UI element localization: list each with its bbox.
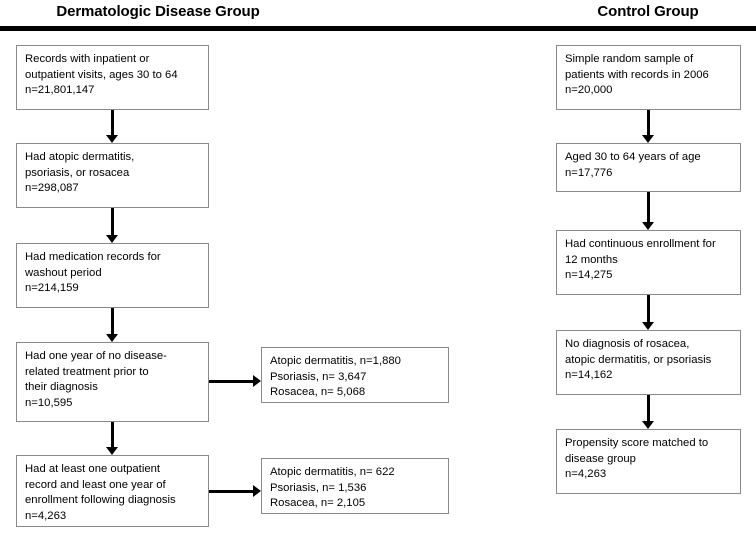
node-control-step4-line3: n=14,162 (565, 369, 613, 382)
arrow-control-step2-to-step3 (641, 192, 655, 230)
arrow-control-step3-to-step4 (641, 295, 655, 330)
node-control-step4-line2: atopic dermatitis, or psoriasis (565, 353, 712, 366)
arrow-disease-step2-to-step3 (105, 208, 119, 243)
arrow-head (642, 322, 654, 330)
arrow-shaft (647, 395, 650, 421)
arrow-disease-step3-to-step4 (105, 308, 119, 342)
node-control-step5-line3: n=4,263 (565, 468, 607, 481)
node-control-step1: Simple random sample of patients with re… (556, 45, 741, 110)
node-breakdown-after-step4-line2: Psoriasis, n= 3,647 (270, 370, 367, 383)
node-breakdown-after-step5-line2: Psoriasis, n= 1,536 (270, 481, 367, 494)
arrow-head (642, 421, 654, 429)
arrow-disease-step5-to-breakdown (209, 484, 261, 498)
arrow-shaft (647, 192, 650, 222)
arrow-disease-step1-to-step2 (105, 110, 119, 143)
node-breakdown-after-step4: Atopic dermatitis, n=1,880 Psoriasis, n=… (261, 347, 449, 403)
arrow-control-step1-to-step2 (641, 110, 655, 143)
arrow-head (106, 334, 118, 342)
node-control-step3-line2: 12 months (565, 253, 618, 266)
arrow-control-step4-to-step5 (641, 395, 655, 429)
node-control-step2-line1: Aged 30 to 64 years of age (565, 151, 701, 163)
node-disease-step4-line2: related treatment prior to (25, 365, 149, 378)
arrow-head (253, 485, 261, 497)
node-disease-step3-line3: n=214,159 (25, 282, 79, 295)
node-breakdown-after-step4-line3: Rosacea, n= 5,068 (270, 386, 366, 399)
node-disease-step2-line2: psoriasis, or rosacea (25, 166, 130, 179)
node-disease-step4-line3: their diagnosis (25, 381, 98, 394)
node-control-step4: No diagnosis of rosacea, atopic dermatit… (556, 330, 741, 395)
node-disease-step1-line3: n=21,801,147 (25, 84, 95, 97)
node-disease-step3-line2: washout period (25, 266, 102, 279)
node-control-step3: Had continuous enrollment for 12 months … (556, 230, 741, 295)
node-control-step4-line1: No diagnosis of rosacea, (565, 338, 690, 350)
arrow-head (642, 222, 654, 230)
node-disease-step5-line4: n=4,263 (25, 509, 67, 522)
node-disease-step5: Had at least one outpatient record and l… (16, 455, 209, 527)
node-control-step1-line1: Simple random sample of (565, 53, 694, 65)
node-disease-step1: Records with inpatient or outpatient vis… (16, 45, 209, 110)
node-breakdown-after-step4-line1: Atopic dermatitis, n=1,880 (270, 355, 401, 367)
node-disease-step4-line4: n=10,595 (25, 396, 73, 409)
node-breakdown-after-step5-line3: Rosacea, n= 2,105 (270, 497, 366, 510)
heading-control-group: Control Group (597, 3, 699, 20)
node-disease-step2: Had atopic dermatitis, psoriasis, or ros… (16, 143, 209, 208)
arrow-shaft (111, 308, 114, 334)
node-disease-step5-line3: enrollment following diagnosis (25, 494, 176, 507)
arrow-shaft (111, 110, 114, 135)
node-disease-step2-line1: Had atopic dermatitis, (25, 151, 135, 163)
node-disease-step2-line3: n=298,087 (25, 182, 79, 195)
arrow-shaft (647, 295, 650, 322)
heading-dermatologic-disease-group: Dermatologic Disease Group (56, 3, 260, 20)
node-control-step5: Propensity score matched to disease grou… (556, 429, 741, 494)
arrow-disease-step4-to-breakdown (209, 374, 261, 388)
arrow-shaft (209, 490, 253, 493)
node-disease-step1-line2: outpatient visits, ages 30 to 64 (25, 68, 178, 81)
node-control-step2: Aged 30 to 64 years of age n=17,776 (556, 143, 741, 192)
arrow-shaft (111, 422, 114, 447)
arrow-shaft (647, 110, 650, 135)
node-disease-step3: Had medication records for washout perio… (16, 243, 209, 308)
node-disease-step5-line2: record and least one year of (25, 478, 166, 491)
node-disease-step4-line1: Had one year of no disease- (25, 350, 167, 362)
node-control-step5-line1: Propensity score matched to (565, 437, 709, 449)
node-control-step3-line3: n=14,275 (565, 269, 613, 282)
node-breakdown-after-step5: Atopic dermatitis, n= 622 Psoriasis, n= … (261, 458, 449, 514)
node-disease-step1-line1: Records with inpatient or (25, 53, 150, 65)
node-disease-step5-line1: Had at least one outpatient (25, 463, 161, 475)
arrow-head (106, 135, 118, 143)
node-disease-step3-line1: Had medication records for (25, 251, 161, 263)
arrow-head (642, 135, 654, 143)
arrow-head (106, 447, 118, 455)
node-breakdown-after-step5-line1: Atopic dermatitis, n= 622 (270, 466, 395, 478)
node-control-step2-line2: n=17,776 (565, 166, 613, 179)
node-control-step1-line3: n=20,000 (565, 84, 613, 97)
node-control-step5-line2: disease group (565, 452, 636, 465)
arrow-head (253, 375, 261, 387)
header-divider-rule (0, 26, 756, 31)
arrow-shaft (209, 380, 253, 383)
node-control-step3-line1: Had continuous enrollment for (565, 238, 716, 250)
node-control-step1-line2: patients with records in 2006 (565, 68, 709, 81)
arrow-head (106, 235, 118, 243)
arrow-disease-step4-to-step5 (105, 422, 119, 455)
node-disease-step4: Had one year of no disease- related trea… (16, 342, 209, 422)
arrow-shaft (111, 208, 114, 235)
